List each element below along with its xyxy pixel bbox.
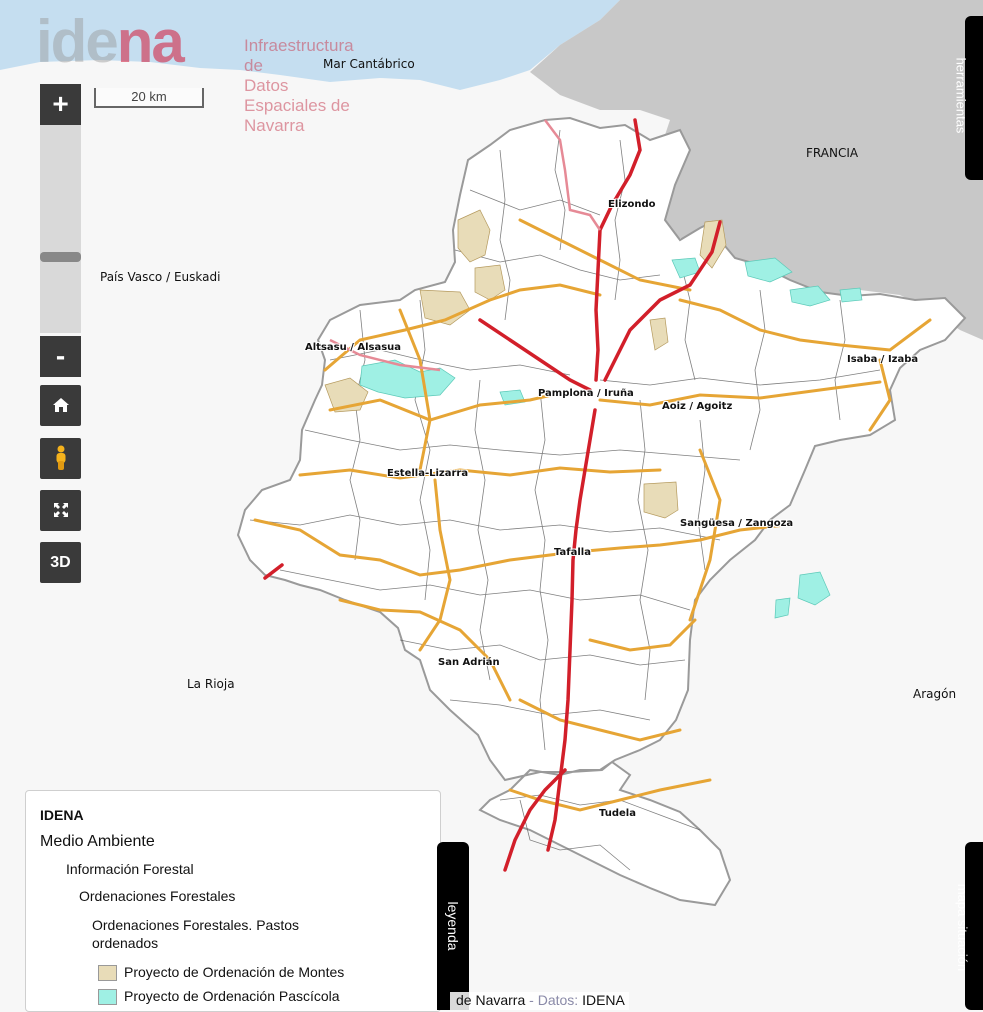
tab-herramientas[interactable]: herramientas: [953, 16, 983, 180]
tab-leyenda-label: leyenda: [445, 901, 461, 951]
logo-subtitle: Infraestructura de Datos Espaciales de N…: [244, 36, 354, 135]
tab-mapa-situacion[interactable]: mapa situación: [955, 842, 983, 1010]
legend-level1: Medio Ambiente: [40, 833, 155, 850]
france-area: [530, 0, 983, 340]
municipal-boundaries: [249, 129, 881, 871]
montes-areas: [324, 209, 727, 519]
attribution: de Navarra - Datos: IDENA: [450, 992, 629, 1010]
town-label-elizondo: Elizondo: [608, 199, 656, 210]
legend-level4: Ordenaciones Forestales. Pastos ordenado…: [92, 917, 299, 951]
town-label-aoiz: Aoiz / Agoitz: [662, 401, 733, 412]
zoom-slider-handle[interactable]: [40, 252, 81, 262]
legend-title: IDENA: [40, 807, 84, 823]
town-label-tudela: Tudela: [599, 808, 636, 819]
town-label-tafalla: Tafalla: [554, 547, 591, 558]
town-label-san-adrian: San Adrián: [438, 657, 500, 668]
home-icon: [52, 398, 69, 412]
pegman-icon: [56, 445, 65, 470]
fullscreen-icon: [53, 503, 68, 517]
tab-herramientas-label: herramientas: [953, 57, 969, 134]
regional-roads: [329, 119, 602, 372]
town-label-sanguesa: Sangüesa / Zangoza: [680, 518, 794, 529]
legend-swatch-montes: [98, 965, 117, 981]
region-label-aragon: Aragón: [913, 687, 957, 701]
town-label-altsasu: Altsasu / Alsasua: [305, 342, 402, 353]
tab-mapa-situacion-label: mapa situación: [955, 883, 971, 972]
sea-label: Mar Cantábrico: [323, 57, 415, 71]
street-view-button[interactable]: [40, 438, 81, 479]
region-label-la-rioja: La Rioja: [187, 677, 235, 691]
legend-level3: Ordenaciones Forestales: [79, 888, 236, 904]
region-label-francia: FRANCIA: [806, 146, 859, 160]
town-label-pamplona: Pamplona / Iruña: [538, 388, 634, 399]
idena-logo: idena Infraestructura de Datos Espaciale…: [36, 12, 354, 136]
logo-letters-grey: ide: [36, 8, 119, 75]
pascicola-areas: [359, 257, 863, 619]
region-label-pais-vasco: País Vasco / Euskadi: [100, 270, 221, 284]
legend-level2: Información Forestal: [66, 861, 194, 877]
zoom-out-button[interactable]: -: [40, 336, 81, 377]
fullscreen-button[interactable]: [40, 490, 81, 531]
town-label-estella: Estella-Lizarra: [387, 468, 469, 479]
legend-swatch-pascicola: [98, 989, 117, 1005]
navarra-region: [236, 116, 967, 907]
zoom-slider-track[interactable]: [40, 125, 81, 333]
3d-view-button[interactable]: 3D: [40, 542, 81, 583]
zoom-in-button[interactable]: +: [40, 84, 81, 125]
attribution-source-link[interactable]: IDENA: [582, 992, 625, 1008]
sea-area: [0, 0, 620, 90]
tab-leyenda[interactable]: leyenda: [437, 842, 469, 1010]
home-button[interactable]: [40, 385, 81, 426]
town-label-isaba: Isaba / Izaba: [847, 354, 919, 365]
logo-letters-red: na: [116, 8, 185, 75]
legend-panel: IDENA Medio Ambiente Información Foresta…: [25, 790, 441, 1012]
scale-bar: 20 km: [94, 88, 204, 108]
